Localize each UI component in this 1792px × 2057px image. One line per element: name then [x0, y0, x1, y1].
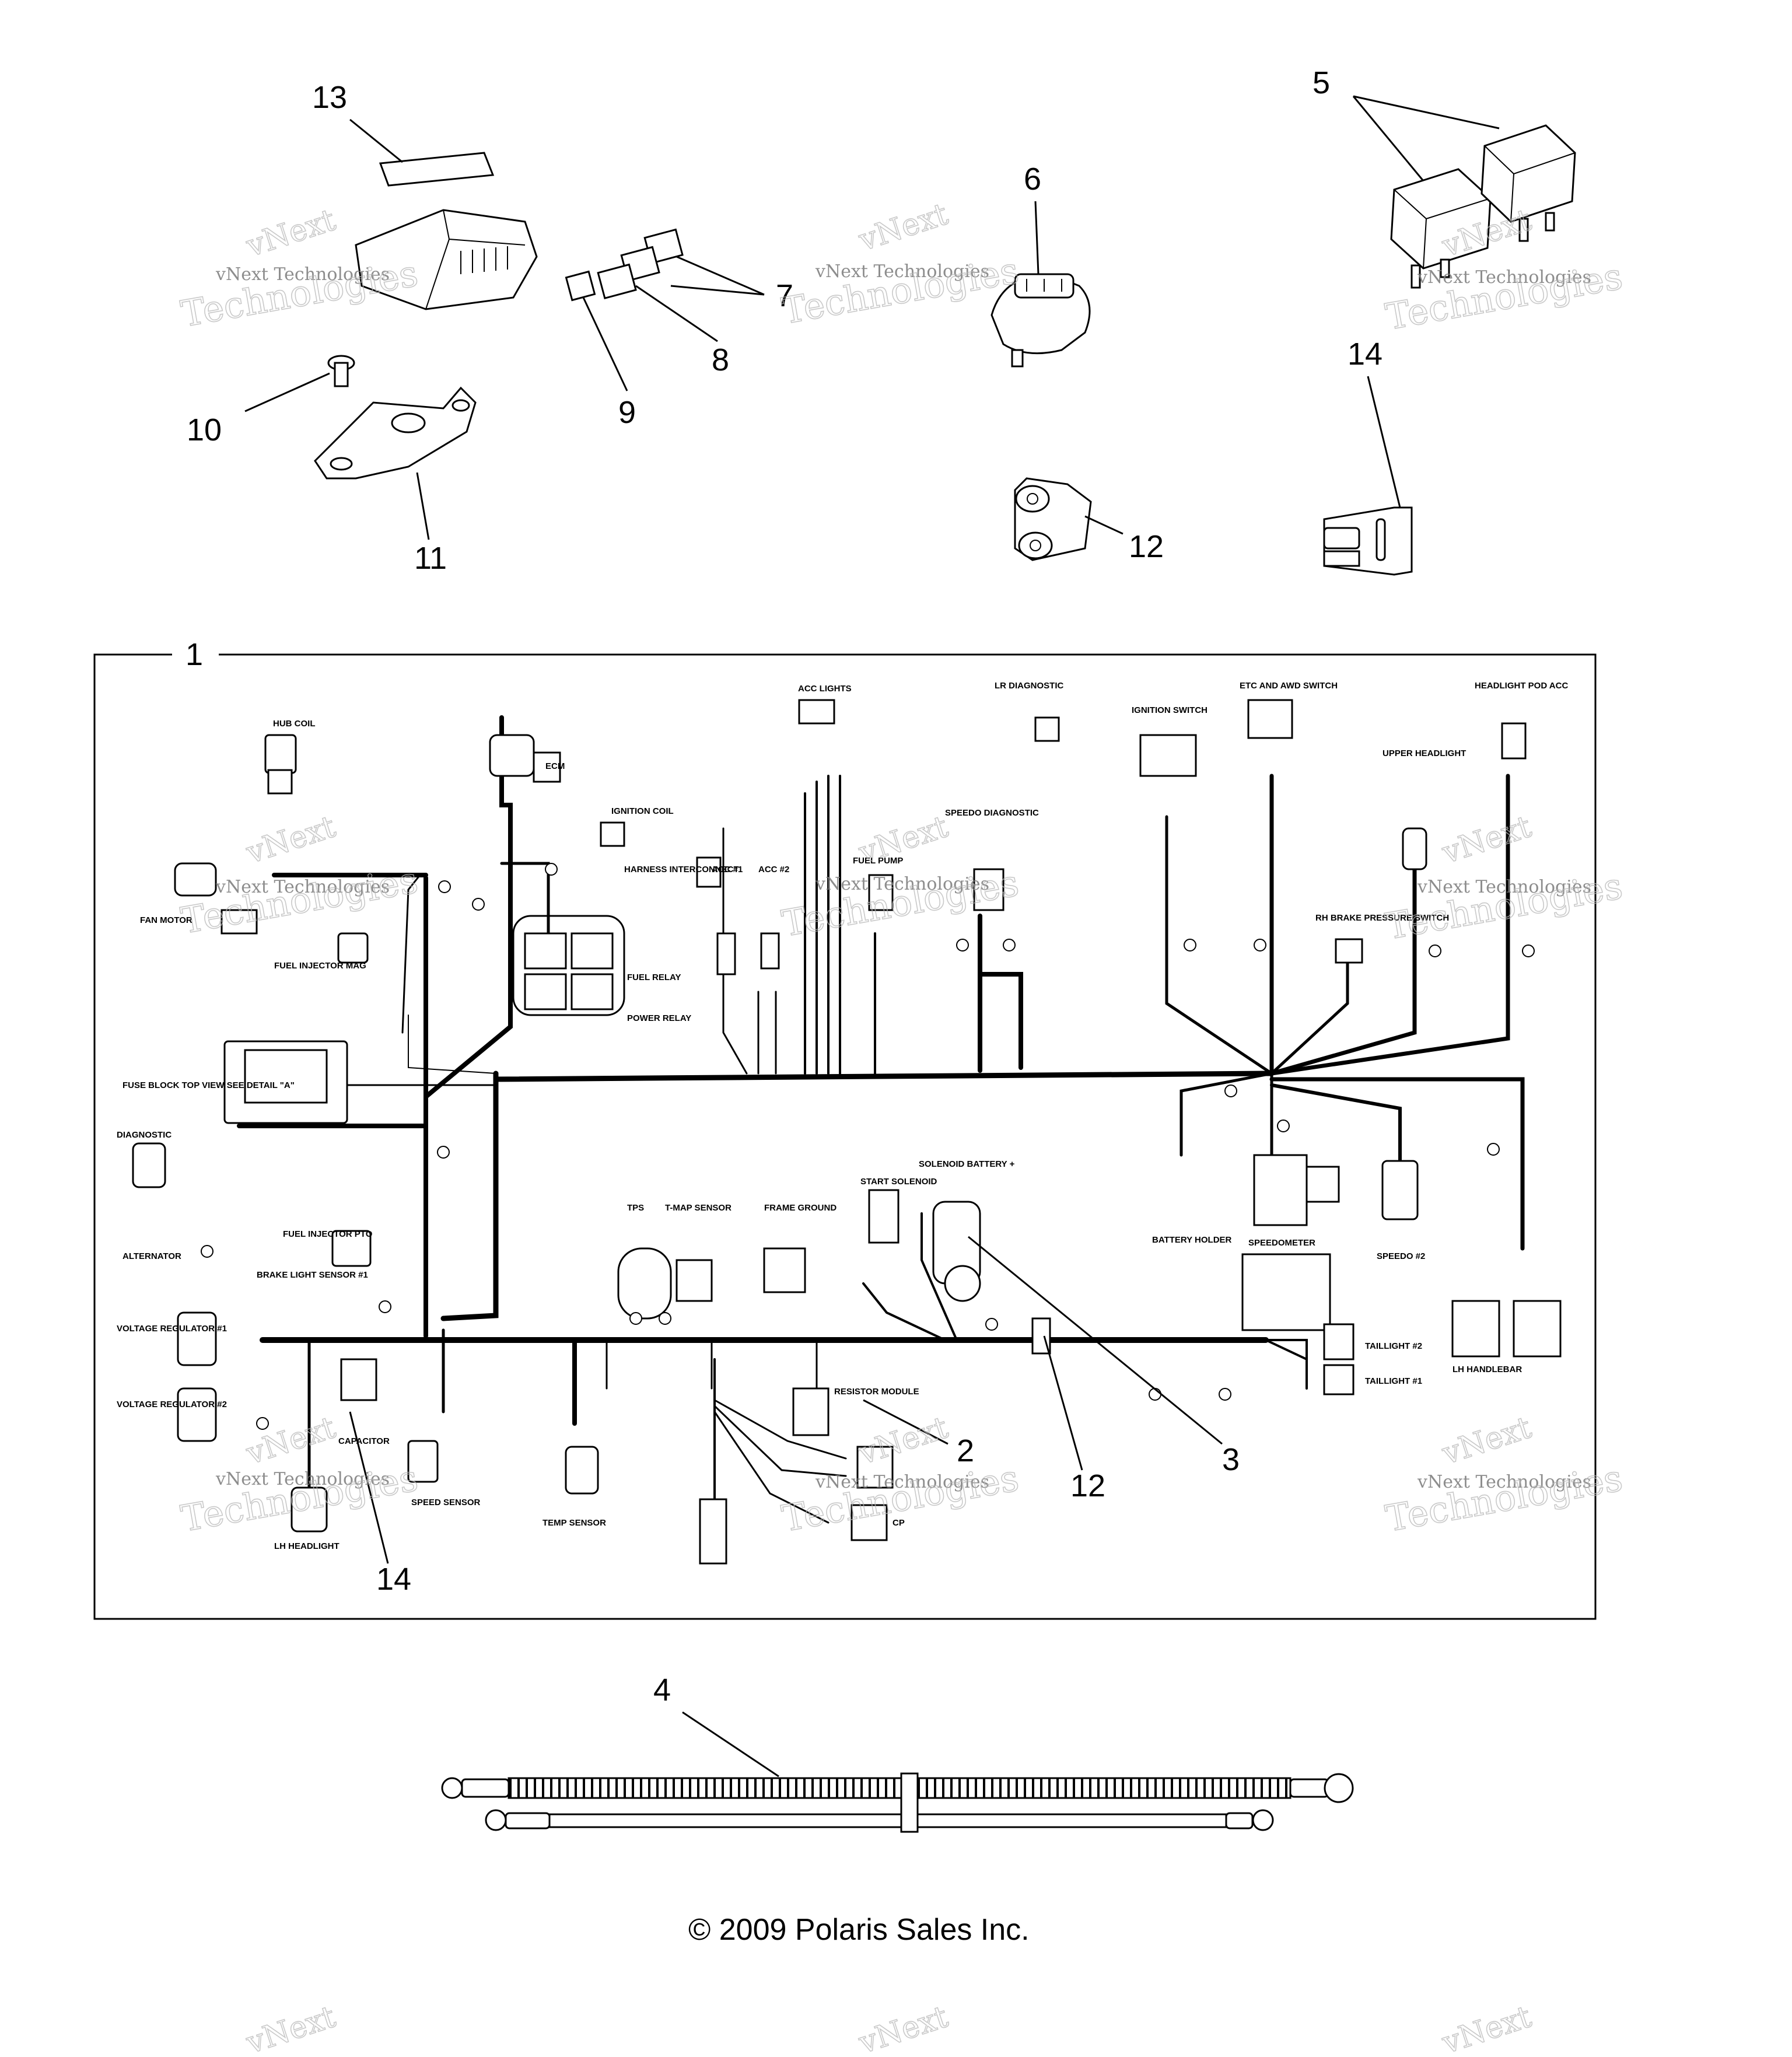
- watermark-line: vNext Technologies: [215, 877, 390, 897]
- watermark-line: vNext Technologies: [215, 264, 390, 285]
- label-taillight-1: TAILLIGHT #1: [1365, 1376, 1422, 1386]
- component-labels: HUB COIL ECM IGNITION COIL ACC LIGHTS LR…: [117, 681, 1568, 1551]
- label-solenoid-battery: SOLENOID BATTERY +: [919, 1159, 1015, 1169]
- watermark-line: vNext Technologies: [815, 261, 989, 282]
- watermark-big: vNext: [1438, 1410, 1536, 1472]
- watermark-big2: Technologies: [1382, 1457, 1626, 1540]
- label-tps: TPS: [627, 1203, 644, 1213]
- label-diagnostic: DIAGNOSTIC: [117, 1130, 172, 1140]
- label-upper-headlight: UPPER HEADLIGHT: [1382, 748, 1466, 758]
- part-6-connector: [991, 273, 1091, 368]
- watermark-big: vNext: [855, 1410, 953, 1472]
- label-frame-ground: FRAME GROUND: [764, 1203, 836, 1213]
- part-10-bolt: [327, 355, 355, 387]
- label-power-relay: POWER RELAY: [627, 1013, 691, 1023]
- label-headlight-pod-acc: HEADLIGHT POD ACC: [1475, 681, 1568, 691]
- watermark-big: vNext: [242, 1999, 340, 2057]
- part-4-battery-cable: [441, 1772, 1354, 1833]
- label-alternator: ALTERNATOR: [123, 1251, 181, 1261]
- label-tmap-sensor: T-MAP SENSOR: [665, 1203, 732, 1213]
- label-start-solenoid: START SOLENOID: [860, 1177, 937, 1187]
- label-fuse-block: FUSE BLOCK TOP VIEW SEE DETAIL "A": [123, 1080, 295, 1090]
- label-hub-coil: HUB COIL: [273, 719, 316, 729]
- watermark-line: vNext Technologies: [815, 1472, 989, 1492]
- parts-7-8-9-fuses: [565, 228, 684, 302]
- label-speedo-2: SPEEDO #2: [1377, 1251, 1425, 1261]
- label-battery-holder: BATTERY HOLDER: [1152, 1235, 1232, 1245]
- label-ignition-switch: IGNITION SWITCH: [1132, 705, 1208, 715]
- callout-3: 3: [1222, 1442, 1240, 1477]
- label-voltage-regulator-1: VOLTAGE REGULATOR #1: [117, 1324, 227, 1334]
- watermark-big: vNext: [242, 809, 340, 871]
- watermark-line: vNext Technologies: [1417, 877, 1591, 897]
- label-speed-sensor: SPEED SENSOR: [411, 1498, 481, 1507]
- callout-14-top: 14: [1348, 337, 1382, 372]
- label-ecm: ECM: [545, 761, 565, 771]
- callout-10: 10: [187, 412, 222, 447]
- label-speedo-diagnostic: SPEEDO DIAGNOSTIC: [945, 808, 1039, 818]
- copyright-text: © 2009 Polaris Sales Inc.: [688, 1913, 1030, 1947]
- watermark-big: vNext: [855, 809, 953, 871]
- harness-frame: [93, 653, 1597, 1620]
- callout-9: 9: [618, 395, 636, 430]
- callout-1: 1: [186, 637, 203, 672]
- harness-trunks: [237, 715, 1525, 1524]
- callout-8: 8: [712, 342, 729, 377]
- watermark-line: vNext Technologies: [215, 1469, 390, 1489]
- watermark-big: vNext: [1438, 809, 1536, 871]
- callout-7: 7: [776, 278, 793, 313]
- label-resistor-module: RESISTOR MODULE: [834, 1387, 919, 1397]
- label-fan-motor: FAN MOTOR: [140, 915, 192, 925]
- watermark-big: vNext: [242, 1410, 340, 1472]
- label-acc-2: ACC #2: [758, 865, 789, 874]
- label-speedometer: SPEEDOMETER: [1248, 1238, 1315, 1248]
- label-temp-sensor: TEMP SENSOR: [542, 1518, 606, 1528]
- label-brake-light-sensor: BRAKE LIGHT SENSOR #1: [257, 1270, 368, 1280]
- part-13-fuse-box-cover: [355, 152, 538, 310]
- watermark-line: vNext Technologies: [1417, 267, 1591, 288]
- part-12-circuit-breaker: [1014, 477, 1092, 561]
- label-ignition-coil: IGNITION COIL: [611, 806, 674, 816]
- callout-6: 6: [1024, 162, 1041, 197]
- label-cp: CP: [892, 1518, 905, 1528]
- callout-12-top: 12: [1129, 529, 1164, 564]
- label-fuel-injector-mag: FUEL INJECTOR MAG: [274, 961, 366, 971]
- label-acc-lights: ACC LIGHTS: [798, 684, 852, 694]
- part-5-relays: [1390, 124, 1576, 289]
- callout-12-bottom: 12: [1070, 1468, 1105, 1503]
- label-fuel-injector-pto: FUEL INJECTOR PTO: [283, 1229, 373, 1239]
- callout-11: 11: [414, 541, 447, 576]
- label-acc-1: ACC #1: [712, 865, 743, 874]
- label-lh-handlebar: LH HANDLEBAR: [1452, 1365, 1522, 1374]
- part-14-fuse-holder: [1323, 506, 1413, 576]
- watermark-line: vNext Technologies: [815, 874, 989, 894]
- part-11-bracket: [314, 386, 477, 480]
- watermark-big: vNext: [855, 1999, 953, 2057]
- callout-2: 2: [957, 1433, 974, 1468]
- label-voltage-regulator-2: VOLTAGE REGULATOR #2: [117, 1400, 227, 1409]
- callout-5: 5: [1312, 65, 1330, 100]
- label-harness-interconnect: HARNESS INTERCONNECT: [624, 865, 739, 874]
- watermark-line: vNext Technologies: [1417, 1472, 1591, 1492]
- callout-4: 4: [653, 1673, 671, 1708]
- label-taillight-2: TAILLIGHT #2: [1365, 1341, 1422, 1351]
- label-rh-brake-pressure-switch: RH BRAKE PRESSURE SWITCH: [1315, 913, 1449, 923]
- label-etc-awd-switch: ETC AND AWD SWITCH: [1240, 681, 1338, 691]
- callout-13: 13: [312, 80, 347, 115]
- callout-14-bottom: 14: [376, 1562, 411, 1597]
- label-lr-diagnostic: LR DIAGNOSTIC: [995, 681, 1063, 691]
- label-fuel-relay: FUEL RELAY: [627, 972, 681, 982]
- watermark-big: vNext: [855, 197, 953, 258]
- watermark-big: vNext: [1438, 1999, 1536, 2057]
- watermark-big: vNext: [242, 202, 340, 264]
- wire-number-circles: [201, 863, 1535, 1430]
- label-capacitor: CAPACITOR: [338, 1436, 390, 1446]
- harness-connectors: [132, 699, 1562, 1565]
- label-fuel-pump: FUEL PUMP: [853, 856, 903, 866]
- label-lh-headlight: LH HEADLIGHT: [274, 1541, 340, 1551]
